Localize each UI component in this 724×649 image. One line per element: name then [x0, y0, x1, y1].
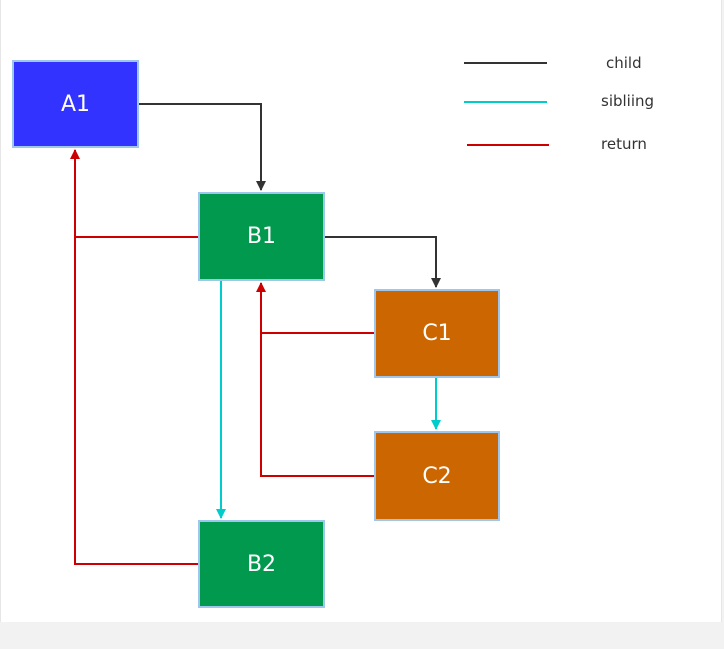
edge-return-c1-b1: [256, 282, 374, 334]
node-c1: C1: [374, 289, 500, 378]
node-b1: B1: [198, 192, 325, 281]
node-c2: C2: [374, 431, 500, 521]
legend-label-child: child: [606, 54, 642, 72]
edge-return-b2-a1: [74, 237, 198, 565]
edge-child-b1-c1: [324, 236, 441, 288]
edge-child-a1-b1: [139, 103, 266, 191]
legend-label-return: return: [601, 135, 647, 153]
edge-return-b1-a1: [70, 149, 198, 238]
diagram-canvas: A1 B1 C1 C2 B2 child sibliing return: [0, 0, 722, 622]
edges-layer: [70, 62, 549, 565]
node-a1: A1: [12, 60, 139, 148]
node-b2: B2: [198, 520, 325, 608]
legend-label-sibling: sibliing: [601, 92, 655, 110]
edge-return-c2-b1: [260, 333, 374, 477]
